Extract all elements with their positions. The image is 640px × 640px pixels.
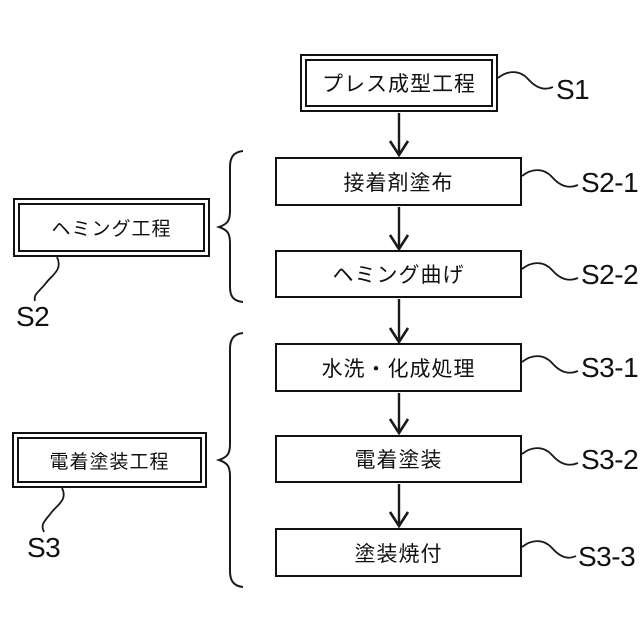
step-box-label: 電着塗装 (354, 449, 443, 472)
label-connector-s2-1 (521, 169, 579, 188)
step-label-s3: S3 (27, 532, 61, 563)
step-label-s2: S2 (16, 301, 50, 332)
arrow-down-icon (388, 299, 410, 345)
group-box-electrodeposition-process: 電着塗装工程 (12, 432, 207, 488)
step-box-electrodeposition-coating: 電着塗装 (275, 435, 522, 483)
process-box-press-molding: プレス成型工程 (300, 54, 498, 112)
step-box-label: ヘミング曲げ (332, 264, 465, 287)
step-label-s2-2: S2-2 (581, 259, 639, 290)
step-box-label: 塗装焼付 (354, 542, 443, 566)
arrow-down-icon (388, 393, 410, 436)
arrow-down-icon (388, 207, 410, 252)
step-box-label: 水洗・化成処理 (321, 357, 476, 381)
step-box-adhesive-application: 接着剤塗布 (275, 157, 522, 206)
step-label-s1: S1 (556, 74, 590, 105)
step-label-s3-3: S3-3 (578, 541, 636, 572)
step-label-s3-1: S3-1 (581, 352, 639, 383)
step-label-s2-1: S2-1 (581, 167, 639, 198)
step-box-hemming-bending: ヘミング曲げ (275, 250, 522, 298)
label-connector-s2-2 (521, 262, 579, 281)
process-box-label: プレス成型工程 (322, 73, 476, 96)
step-label-s3-2: S3-2 (581, 444, 639, 475)
group-box-hemming-inner: ヘミング工程 (18, 203, 205, 252)
group-brace-s3 (215, 332, 244, 588)
label-connector-s3 (41, 487, 65, 533)
process-box-press-molding-inner: プレス成型工程 (305, 59, 493, 107)
label-connector-s3-1 (521, 355, 579, 374)
group-box-hemming-process: ヘミング工程 (13, 198, 210, 257)
group-brace-s2 (215, 150, 244, 303)
step-box-washing-chemical-conversion: 水洗・化成処理 (275, 343, 522, 392)
arrow-down-icon (388, 113, 410, 158)
group-box-electrodeposition-inner: 電着塗装工程 (17, 437, 202, 483)
step-box-paint-baking: 塗装焼付 (275, 528, 522, 577)
group-box-label: ヘミング工程 (51, 219, 172, 240)
label-connector-s2 (33, 256, 60, 302)
label-connector-s3-3 (521, 540, 577, 559)
arrow-down-icon (388, 484, 410, 529)
label-connector-s1 (497, 71, 554, 90)
group-box-label: 電着塗装工程 (49, 451, 170, 473)
label-connector-s3-2 (521, 447, 579, 466)
step-box-label: 接着剤塗布 (343, 171, 454, 195)
